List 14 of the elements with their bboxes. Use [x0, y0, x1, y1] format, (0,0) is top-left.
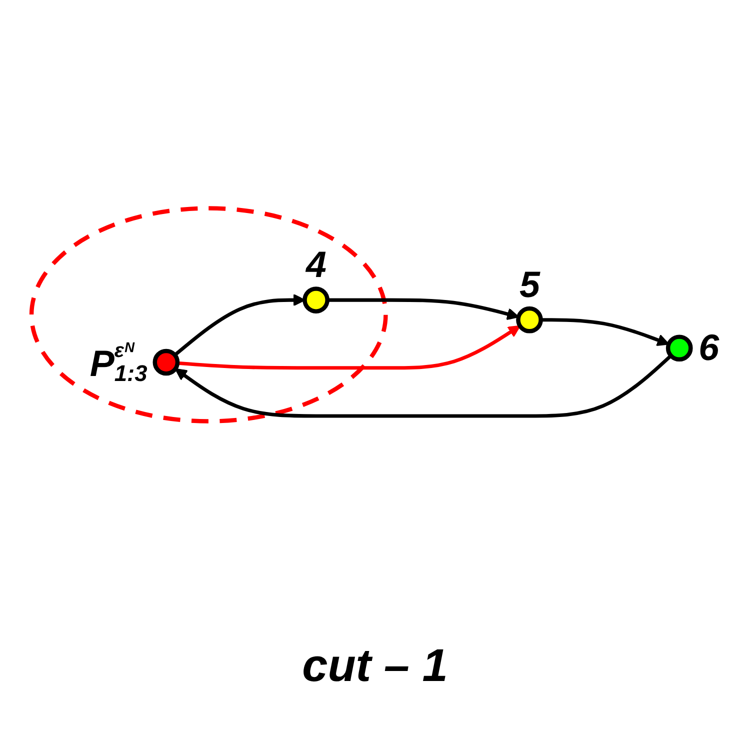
arrow: [327, 298, 520, 320]
arrow: [174, 354, 672, 418]
arrow: [177, 326, 521, 370]
node-circle: [516, 306, 543, 334]
node-circle: [302, 286, 330, 314]
arrow: [540, 318, 670, 346]
node-label: 6: [698, 328, 720, 368]
cluster: [29, 206, 388, 424]
node-label: 5: [520, 266, 540, 304]
node-label: 4: [306, 246, 326, 285]
node-circle: [666, 335, 693, 362]
caption: cut – 1: [302, 640, 448, 691]
arrow: [174, 294, 306, 357]
node-circle: [152, 349, 180, 376]
